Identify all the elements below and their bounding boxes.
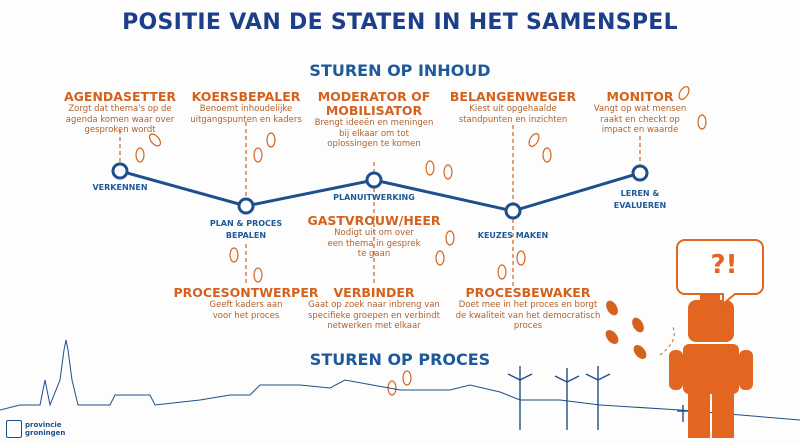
coat-of-arms-icon xyxy=(6,420,22,438)
role-agendasetter: AGENDASETTER Zorgt dat thema's op de age… xyxy=(55,90,185,136)
role-desc: Brengt ideeën en meningen bij elkaar om … xyxy=(314,118,434,149)
stage-label: VERKENNEN xyxy=(92,183,148,192)
role-desc: Gaat op zoek naar inbreng van specifieke… xyxy=(307,300,440,331)
role-name: GASTVROUW/HEER xyxy=(307,213,441,228)
role-gastvrouw: GASTVROUW/HEER Nodigt uit om over een th… xyxy=(304,214,444,260)
footprints-icon xyxy=(135,86,707,396)
role-name: BELANGENWEGER xyxy=(449,89,577,104)
role-name: MODERATOR OF MOBILISATOR xyxy=(317,89,431,118)
role-desc: Doet mee in het proces en borgt de kwali… xyxy=(455,300,601,331)
stage-node xyxy=(111,162,129,180)
role-desc: Nodigt uit om over een thema in gesprek … xyxy=(327,228,421,259)
stage-node xyxy=(365,171,383,189)
footprints-filled-icon xyxy=(605,300,647,359)
role-name: PROCESONTWERPER xyxy=(173,285,319,300)
role-procesontwerper: PROCESONTWERPER Geeft kaders aan voor he… xyxy=(171,286,321,321)
role-name: KOERSBEPALER xyxy=(191,89,301,104)
role-koersbepaler: KOERSBEPALER Benoemt inhoudelijke uitgan… xyxy=(181,90,311,125)
role-name: PROCESBEWAKER xyxy=(465,285,591,300)
stage-label: PLAN & PROCES BEPALEN xyxy=(209,219,283,240)
speech-bubble-text: ?! xyxy=(710,250,738,280)
stage-label: PLANUITWERKING xyxy=(333,193,415,202)
logo-line2: groningen xyxy=(25,429,66,437)
role-desc: Vangt op wat mensen raakt en checkt op i… xyxy=(593,104,687,135)
role-name: AGENDASETTER xyxy=(63,89,177,104)
role-desc: Geeft kaders aan voor het proces xyxy=(209,300,283,321)
role-verbinder-desc-box: Gaat op zoek naar inbreng van specifieke… xyxy=(299,300,449,332)
role-verbinder: VERBINDER xyxy=(326,286,422,300)
heading-content: STUREN OP INHOUD xyxy=(309,61,491,80)
stage-node xyxy=(631,164,649,182)
logo-line1: provincie xyxy=(25,421,62,429)
stage-node xyxy=(237,197,255,215)
role-procesbewaker: PROCESBEWAKER Doet mee in het proces en … xyxy=(453,286,603,332)
role-name: VERBINDER xyxy=(333,285,415,300)
wind-turbines-icon xyxy=(507,366,689,430)
dashed-connectors xyxy=(119,122,641,286)
role-moderator: MODERATOR OF MOBILISATOR Brengt ideeën e… xyxy=(314,90,434,150)
lego-figure xyxy=(669,292,753,438)
role-desc: Benoemt inhoudelijke uitgangspunten en k… xyxy=(190,104,302,125)
page-title: POSITIE VAN DE STATEN IN HET SAMENSPEL xyxy=(122,10,678,35)
role-desc: Zorgt dat thema's op de agenda komen waa… xyxy=(65,104,175,135)
role-desc: Kiest uit opgehaalde standpunten en inzi… xyxy=(458,104,568,125)
heading-process: STUREN OP PROCES xyxy=(309,350,491,369)
stage-label: LEREN & EVALUEREN xyxy=(613,189,667,210)
role-monitor: MONITOR Vangt op wat mensen raakt en che… xyxy=(585,90,695,136)
role-belangenweger: BELANGENWEGER Kiest uit opgehaalde stand… xyxy=(443,90,583,125)
skyline xyxy=(0,339,800,421)
stage-label: KEUZES MAKEN xyxy=(477,231,549,240)
logo: provincie groningen xyxy=(6,420,65,438)
role-name: MONITOR xyxy=(606,89,674,104)
stage-node xyxy=(504,202,522,220)
speech-bubble xyxy=(676,239,764,307)
